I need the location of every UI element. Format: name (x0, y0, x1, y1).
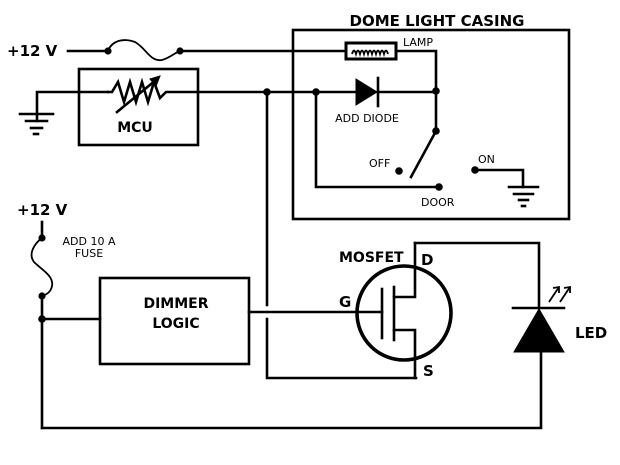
dimmer-label-line1: DIMMER (143, 296, 208, 312)
fuse-note-line1: ADD 10 A (63, 235, 116, 248)
mosfet-label: MOSFET (339, 250, 404, 266)
mosfet-drain-label: D (421, 251, 433, 269)
fuse-top-icon (107, 39, 181, 61)
dimmer-logic-block (98, 276, 251, 366)
variable-resistor-icon (106, 75, 200, 114)
wire-on-to-ground (473, 168, 525, 189)
led-icon (511, 285, 571, 353)
dimmer-label-line2: LOGIC (152, 316, 199, 332)
lamp-icon (344, 41, 398, 61)
mosfet-gate-label: G (339, 293, 351, 311)
mosfet-icon (380, 241, 417, 380)
wire-drain-to-led (413, 241, 541, 310)
door-label: DOOR (421, 196, 455, 209)
ground-on-icon (507, 185, 540, 208)
supply-top-label: +12 V (7, 42, 58, 60)
wire-ground-to-mcu (35, 90, 110, 123)
diode-icon (355, 76, 380, 108)
add-diode-label: ADD DIODE (335, 112, 399, 125)
wire-door-loop (314, 90, 441, 189)
wire-lamp-to-junction (394, 49, 438, 92)
fuse-note-line2: FUSE (75, 247, 103, 260)
wire-mcu-to-source (265, 317, 418, 380)
mosfet-source-label: S (423, 362, 434, 380)
mcu-label: MCU (117, 120, 153, 136)
fuse-left-icon (30, 237, 54, 297)
mosfet-body (355, 264, 453, 362)
lamp-label: LAMP (403, 36, 433, 49)
mcu-block (77, 67, 200, 147)
ground-left-icon (18, 112, 55, 136)
supply-left-label: +12 V (17, 201, 68, 219)
casing-title: DOME LIGHT CASING (350, 12, 525, 30)
wire-led-return (40, 350, 543, 430)
switch-on-label: ON (478, 153, 495, 166)
dome-light-casing-box (291, 28, 571, 221)
led-label: LED (575, 324, 607, 342)
switch-off-terminal (395, 167, 403, 175)
switch-lever[interactable] (409, 129, 438, 179)
switch-off-label: OFF (369, 157, 390, 170)
